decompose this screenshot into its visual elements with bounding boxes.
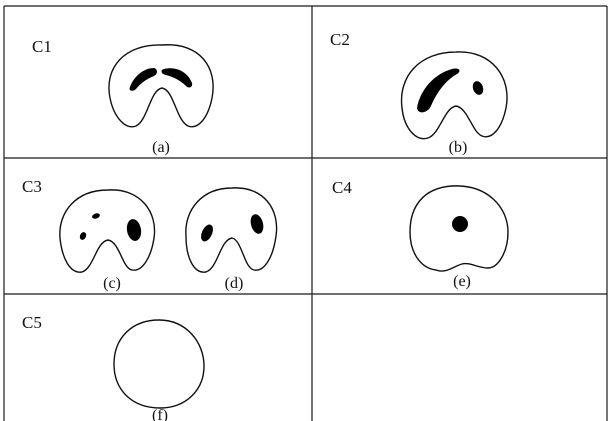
circle-outline-f [113, 319, 205, 409]
shape-b [400, 51, 508, 140]
panel-label-d: (d) [225, 275, 244, 292]
panel-label-f: (f) [152, 407, 168, 421]
cell-label-c1: C1 [32, 37, 52, 56]
crescent-outline-b [400, 51, 508, 140]
shape-f [113, 319, 205, 409]
shape-d [185, 187, 278, 273]
cell-c3: C3 (c) (d) [22, 177, 278, 292]
crescent-outline-d [185, 187, 278, 273]
cell-c5: C5 (f) [22, 313, 205, 421]
lesion-d-right [250, 214, 264, 234]
cell-c2: C2 (b) [330, 30, 508, 156]
shape-c [59, 189, 156, 273]
cell-c1: C1 (a) [32, 37, 214, 156]
lesion-c-small-top [92, 213, 100, 219]
lesion-d-left [201, 224, 213, 242]
panel-label-e: (e) [453, 273, 471, 290]
lesion-e-center [452, 216, 468, 232]
lesion-a-left [129, 68, 157, 91]
lesion-b-left [417, 68, 460, 113]
panel-label-a: (a) [152, 139, 170, 156]
cell-label-c5: C5 [22, 313, 42, 332]
crescent-outline-c [59, 189, 156, 273]
panel-label-c: (c) [103, 275, 121, 292]
cell-label-c2: C2 [330, 30, 350, 49]
cell-label-c3: C3 [22, 177, 42, 196]
panel-label-b: (b) [449, 139, 468, 156]
shape-a [108, 44, 214, 128]
cell-c4: C4 (e) [332, 178, 509, 290]
lesion-c-small-left [79, 232, 87, 240]
lesion-c-right [126, 219, 142, 241]
lesion-b-right [472, 81, 484, 95]
crescent-outline-a [108, 44, 214, 128]
cell-label-c4: C4 [332, 178, 352, 197]
lesion-a-right [161, 68, 193, 88]
shape-e [409, 185, 509, 272]
grid-lines [3, 5, 608, 421]
